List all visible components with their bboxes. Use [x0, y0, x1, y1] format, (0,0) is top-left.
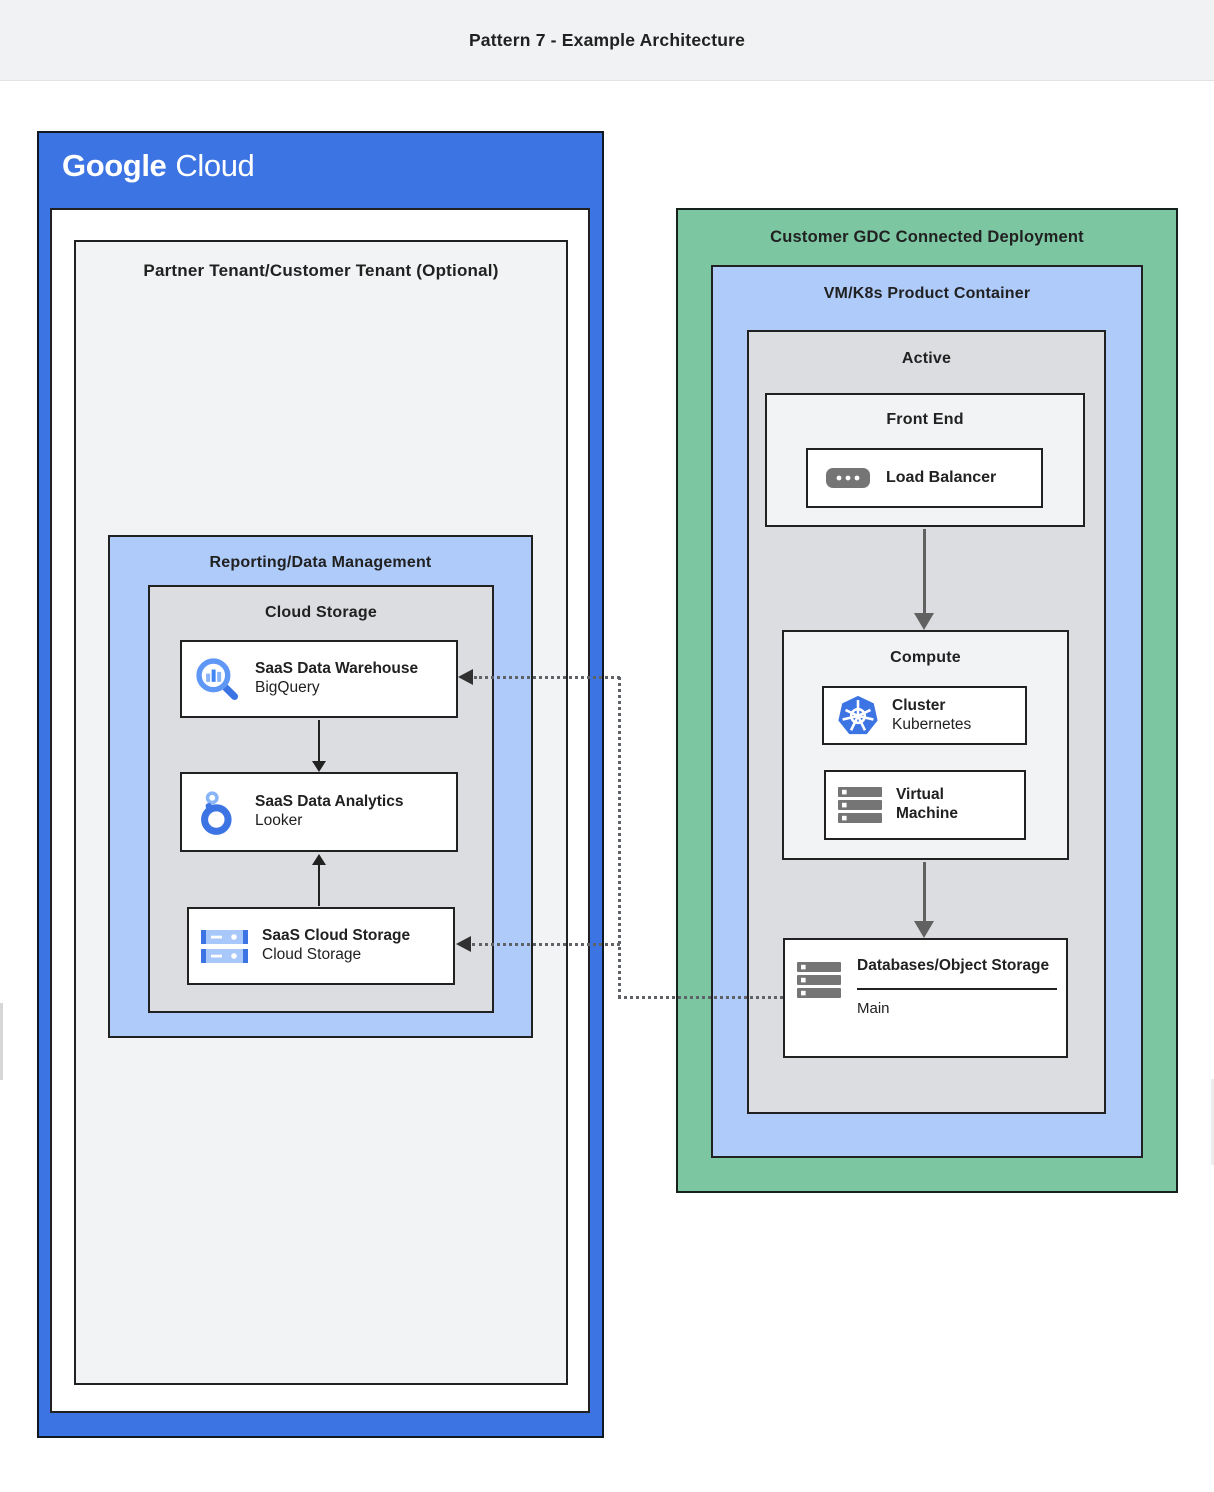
dotted-connector-to-warehouse — [474, 676, 620, 679]
load-balancer-card: Load Balancer — [806, 448, 1043, 508]
databases-divider — [857, 987, 1057, 990]
databases-footer: Main — [857, 999, 890, 1017]
partner-tenant-label: Partner Tenant/Customer Tenant (Optional… — [143, 261, 499, 280]
saas-data-warehouse-subtitle: BigQuery — [255, 679, 320, 696]
page-edge-mark-left — [0, 1003, 3, 1080]
google-cloud-logo-cloud: Cloud — [175, 148, 255, 183]
arrowhead-warehouse-to-analytics — [312, 761, 326, 772]
google-cloud-logo-google: Google — [62, 148, 167, 183]
databases-object-storage-card: Databases/Object Storage Main — [783, 938, 1068, 1058]
saas-data-analytics-card: SaaS Data Analytics Looker — [180, 772, 458, 852]
saas-data-warehouse-text: SaaS Data Warehouse BigQuery — [255, 660, 418, 698]
arrow-compute-to-databases — [923, 862, 926, 922]
page-edge-mark-right — [1211, 1079, 1214, 1165]
kubernetes-icon — [836, 694, 880, 738]
virtual-machine-text: Virtual Machine — [896, 786, 992, 824]
dotted-arrowhead-warehouse — [458, 669, 473, 685]
diagram-header: Pattern 7 - Example Architecture — [0, 0, 1214, 81]
active-label: Active — [901, 350, 952, 367]
arrow-warehouse-to-analytics — [318, 720, 320, 762]
dotted-connector-vertical — [618, 677, 621, 998]
virtual-machine-title: Virtual Machine — [896, 786, 959, 822]
arrow-storage-to-analytics — [318, 864, 320, 906]
dotted-arrowhead-cloud-storage — [456, 936, 471, 952]
databases-title: Databases/Object Storage — [857, 957, 1050, 974]
saas-data-analytics-text: SaaS Data Analytics Looker — [255, 793, 403, 831]
customer-gdc-label: Customer GDC Connected Deployment — [770, 228, 1084, 246]
arrowhead-loadbalancer-to-compute — [914, 613, 934, 630]
databases-text: Databases/Object Storage Main — [857, 956, 1059, 1018]
bigquery-icon — [194, 656, 241, 703]
reporting-label: Reporting/Data Management — [209, 554, 432, 571]
saas-data-analytics-subtitle: Looker — [255, 812, 303, 829]
arrowhead-storage-to-analytics — [312, 854, 326, 865]
compute-label: Compute — [890, 649, 961, 666]
saas-cloud-storage-card: SaaS Cloud Storage Cloud Storage — [187, 907, 455, 985]
saas-cloud-storage-title: SaaS Cloud Storage — [262, 927, 411, 945]
load-balancer-icon — [826, 467, 870, 489]
cloud-storage-group-label: Cloud Storage — [265, 604, 377, 621]
arrowhead-compute-to-databases — [914, 921, 934, 938]
saas-data-warehouse-title: SaaS Data Warehouse — [255, 660, 419, 678]
front-end-label: Front End — [886, 411, 964, 428]
cloud-storage-icon — [201, 929, 248, 963]
dotted-connector-from-databases — [618, 996, 783, 999]
virtual-machine-card: Virtual Machine — [824, 770, 1026, 840]
cluster-text: Cluster Kubernetes — [892, 697, 971, 735]
cluster-subtitle: Kubernetes — [892, 715, 972, 733]
databases-icon — [797, 962, 843, 999]
saas-data-warehouse-card: SaaS Data Warehouse BigQuery — [180, 640, 458, 718]
saas-data-analytics-title: SaaS Data Analytics — [255, 793, 404, 811]
saas-cloud-storage-text: SaaS Cloud Storage Cloud Storage — [262, 927, 410, 965]
cluster-card: Cluster Kubernetes — [822, 686, 1027, 745]
vm-k8s-label: VM/K8s Product Container — [823, 285, 1031, 302]
cluster-title: Cluster — [892, 696, 946, 714]
saas-cloud-storage-subtitle: Cloud Storage — [262, 946, 362, 963]
dotted-connector-to-cloud-storage — [472, 943, 620, 946]
virtual-machine-icon — [838, 786, 884, 824]
page-title: Pattern 7 - Example Architecture — [468, 29, 746, 50]
looker-icon — [194, 789, 241, 836]
load-balancer-title: Load Balancer — [886, 469, 997, 486]
arrow-loadbalancer-to-compute — [923, 529, 926, 617]
